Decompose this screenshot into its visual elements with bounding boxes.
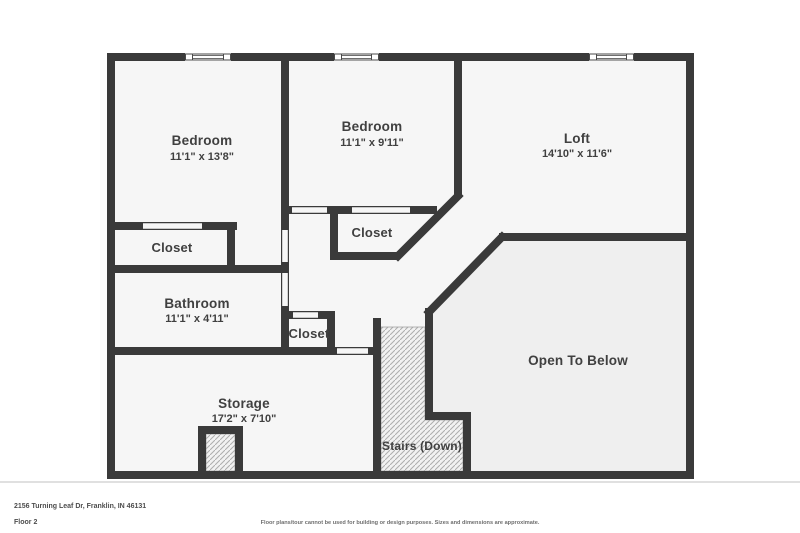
opening-closet2-door — [352, 206, 410, 214]
wall-bathroom-top — [107, 265, 289, 273]
outer-wall-right — [686, 53, 694, 479]
window-symbol-bedroom2 — [334, 53, 379, 61]
room-label-closet3: Closet — [289, 326, 330, 341]
window-symbol-loft — [589, 53, 634, 61]
wall-open-west — [425, 308, 433, 420]
opening-closet3-door — [293, 311, 318, 319]
wall-bedroom-divider — [281, 61, 289, 230]
opening-bathroom-door — [281, 273, 289, 306]
room-label-closet1: Closet — [152, 240, 193, 255]
room-label-open-to-below: Open To Below — [528, 353, 628, 368]
room-label-closet2: Closet — [352, 225, 393, 240]
windows — [185, 53, 634, 61]
room-label-loft: Loft — [564, 131, 591, 146]
wall-storage-box-left — [198, 426, 206, 479]
room-label-storage: Storage — [218, 396, 270, 411]
outer-wall-top — [107, 53, 694, 61]
room-dims-storage: 17'2" x 7'10" — [212, 413, 277, 425]
footer-floor-label: Floor 2 — [14, 519, 37, 526]
wall-closet1-right — [227, 222, 235, 273]
wall-stairs-left — [373, 318, 381, 479]
wall-stairs-step-right — [463, 412, 471, 479]
room-dims-bedroom2: 11'1" x 9'11" — [340, 137, 403, 149]
opening-bedroom1-closet — [143, 222, 202, 230]
wall-storage-box-top — [198, 426, 243, 434]
room-label-bathroom: Bathroom — [164, 296, 229, 311]
wall-hall-lower — [281, 306, 289, 355]
room-label-stairs: Stairs (Down) — [382, 439, 462, 453]
storage-hatch — [205, 433, 236, 472]
wall-storage-box-right — [235, 426, 243, 479]
room-label-bedroom1: Bedroom — [172, 133, 233, 148]
wall-closet2-bottom — [330, 252, 397, 260]
room-dims-bathroom: 11'1" x 4'11" — [165, 313, 228, 325]
window-symbol-bedroom1 — [185, 53, 231, 61]
opening-bedroom2-door — [292, 206, 327, 214]
room-label-bedroom2: Bedroom — [342, 119, 403, 134]
room-dims-bedroom1: 11'1" x 13'8" — [170, 151, 234, 163]
wall-closet3-right — [327, 311, 335, 355]
opening-hallway — [281, 230, 289, 262]
walls — [107, 53, 694, 479]
openings — [143, 206, 410, 355]
footer-address: 2156 Turning Leaf Dr, Franklin, IN 46131 — [14, 503, 146, 510]
wall-stairs-step-top — [425, 412, 471, 420]
opening-storage-door — [337, 347, 368, 355]
wall-loft-left — [454, 61, 462, 198]
wall-diagonal-open — [423, 231, 508, 318]
room-dims-loft: 14'10" x 11'6" — [542, 148, 612, 160]
room-labels: Bedroom 11'1" x 13'8" Bedroom 11'1" x 9'… — [152, 119, 628, 453]
open-to-below-area — [433, 241, 686, 471]
wall-open-top — [499, 233, 686, 241]
footer-disclaimer: Floor plans/tour cannot be used for buil… — [261, 520, 540, 526]
wall-storage-top — [107, 347, 381, 355]
footer: 2156 Turning Leaf Dr, Franklin, IN 46131… — [0, 481, 800, 526]
wall-closet2-left — [330, 206, 338, 260]
wall-diagonal-closet2 — [392, 190, 464, 262]
outer-wall-bottom — [107, 471, 694, 479]
footer-divider — [0, 481, 800, 483]
